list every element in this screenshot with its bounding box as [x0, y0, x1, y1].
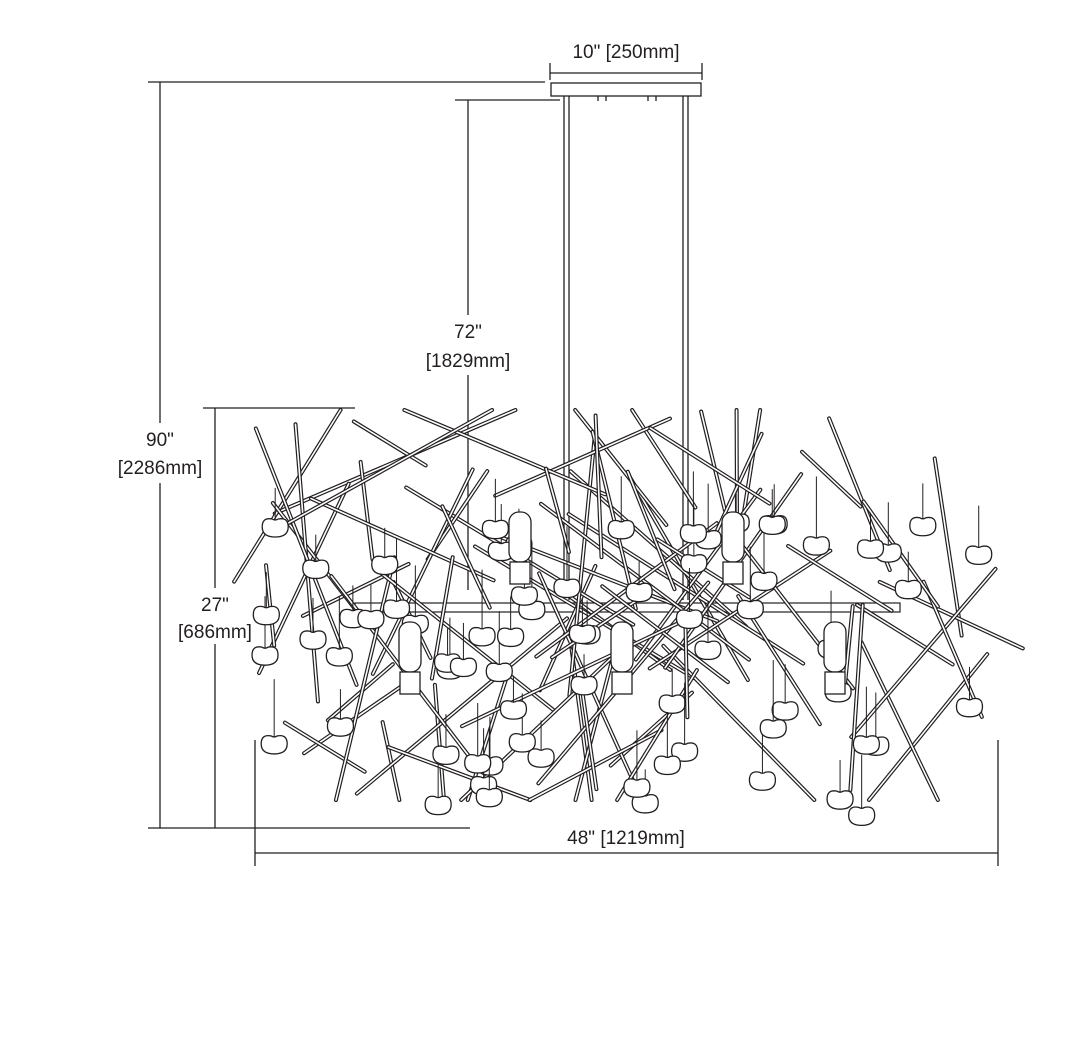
rod-highlight	[266, 565, 274, 645]
glass-drop	[695, 641, 721, 659]
fixture-height-metric: [686mm]	[178, 622, 252, 643]
glass-drop	[760, 720, 786, 738]
glass-drop	[465, 755, 491, 773]
bulb-socket	[723, 562, 743, 584]
glass-drop	[853, 736, 879, 754]
glass-drop	[252, 647, 278, 665]
glass-drop	[476, 788, 502, 806]
rod-highlight	[354, 421, 426, 465]
glass-drop	[528, 749, 554, 767]
rod-highlight	[861, 642, 937, 800]
glass-drop	[303, 560, 329, 578]
glass-drop	[654, 756, 680, 774]
glass-drop	[262, 519, 288, 537]
chandelier-body	[234, 410, 1023, 825]
cable-length-metric: [1829mm]	[426, 351, 510, 372]
glass-drop	[326, 648, 352, 666]
glass-drop	[300, 631, 326, 649]
glass-drop	[895, 580, 921, 598]
dimension-fixture-width: 48" [1219mm]	[255, 740, 998, 866]
glass-drop	[253, 606, 279, 624]
bulb	[824, 622, 846, 672]
glass-drop	[966, 546, 992, 564]
glass-drop	[858, 540, 884, 558]
rod-highlight	[850, 605, 862, 790]
glass-drop	[772, 702, 798, 720]
cable-length-imperial: 72"	[454, 322, 482, 343]
glass-drop	[486, 663, 512, 681]
glass-drop	[910, 517, 936, 535]
fixture-height-imperial: 27"	[201, 595, 229, 616]
glass-drop	[751, 572, 777, 590]
glass-drop	[425, 796, 451, 814]
bulb-socket	[825, 672, 845, 694]
bulb-socket	[612, 672, 632, 694]
bulb	[722, 512, 744, 562]
canopy-width-label: 10" [250mm]	[572, 42, 679, 63]
fixture-width-label: 48" [1219mm]	[567, 828, 685, 849]
glass-drop	[358, 610, 384, 628]
glass-drop	[482, 520, 508, 538]
rod-highlight	[404, 410, 605, 494]
glass-drop	[624, 779, 650, 797]
glass-drop	[569, 625, 595, 643]
glass-drop	[849, 807, 875, 825]
bulb	[399, 622, 421, 672]
glass-drop	[626, 583, 652, 601]
bulb	[611, 622, 633, 672]
glass-drop	[676, 610, 702, 628]
rod-highlight	[234, 410, 340, 582]
glass-drop	[433, 746, 459, 764]
overall-height-imperial: 90"	[146, 430, 174, 451]
glass-drop	[372, 556, 398, 574]
glass-drop	[261, 736, 287, 754]
glass-drop	[571, 677, 597, 695]
glass-drop	[659, 695, 685, 713]
overall-height-metric: [2286mm]	[118, 458, 202, 479]
bulb-socket	[510, 562, 530, 584]
glass-drop	[500, 701, 526, 719]
glass-drop	[498, 628, 524, 646]
bulb-socket	[400, 672, 420, 694]
glass-drop	[608, 520, 634, 538]
glass-drop	[554, 579, 580, 597]
glass-drop	[827, 791, 853, 809]
glass-drop	[681, 555, 707, 573]
glass-drop	[511, 587, 537, 605]
glass-drop	[956, 698, 982, 716]
rod-highlight	[304, 678, 413, 753]
glass-drop	[469, 628, 495, 646]
glass-drop	[749, 772, 775, 790]
glass-drop	[680, 525, 706, 543]
dimension-canopy-width: 10" [250mm]	[550, 42, 702, 80]
dimension-cable-length: 72" [1829mm]	[413, 100, 560, 590]
glass-drop	[759, 516, 785, 534]
glass-drop	[327, 718, 353, 736]
bulb	[509, 512, 531, 562]
glass-drop	[450, 658, 476, 676]
glass-drop	[737, 600, 763, 618]
rod-highlight	[435, 685, 444, 800]
canopy	[551, 83, 701, 101]
glass-drop	[803, 537, 829, 555]
